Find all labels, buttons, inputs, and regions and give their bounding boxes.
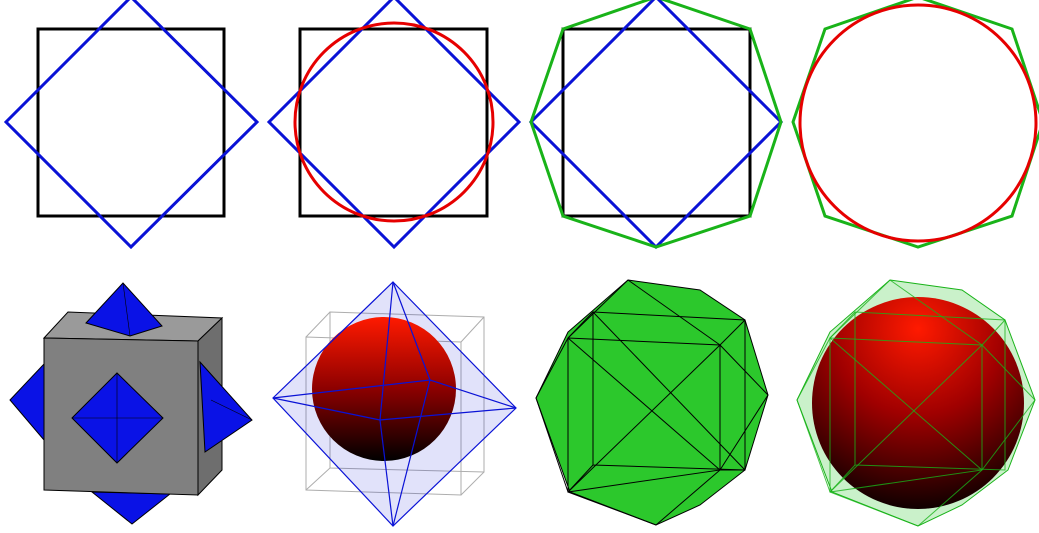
square xyxy=(298,27,489,218)
rotated-square xyxy=(3,0,260,250)
octagon xyxy=(791,0,1039,249)
left-pyramid xyxy=(9,362,45,442)
square xyxy=(36,27,226,218)
octahedron xyxy=(272,281,517,527)
sphere xyxy=(812,297,1024,509)
panel-8-sphere-in-polyhedron xyxy=(796,279,1036,527)
rotated-square xyxy=(266,0,522,250)
inscribed-circle xyxy=(293,21,495,223)
panel-7-green-polyhedron xyxy=(535,279,769,526)
inscribed-circle xyxy=(798,3,1038,243)
panel-1-square-and-rotated-square xyxy=(3,0,260,250)
panel-4-octagon-circle xyxy=(791,0,1039,249)
top-pyramid xyxy=(85,282,163,337)
polyhedron-edges xyxy=(535,279,769,526)
octagon xyxy=(529,0,783,249)
panel-3-square-square-octagon xyxy=(528,0,784,250)
radius-dashed-line xyxy=(842,47,918,124)
panel-5-cube-with-pyramids xyxy=(9,282,253,525)
panel-2-square-square-circle xyxy=(266,0,522,250)
polyhedron-silhouette xyxy=(535,279,769,526)
polyhedron-edges xyxy=(796,279,1036,527)
rotated-square xyxy=(528,0,784,250)
radius-dashed-line xyxy=(324,52,394,122)
panel-6-sphere-in-octahedron xyxy=(272,281,517,527)
square xyxy=(561,27,752,218)
bottom-pyramid xyxy=(90,491,172,525)
